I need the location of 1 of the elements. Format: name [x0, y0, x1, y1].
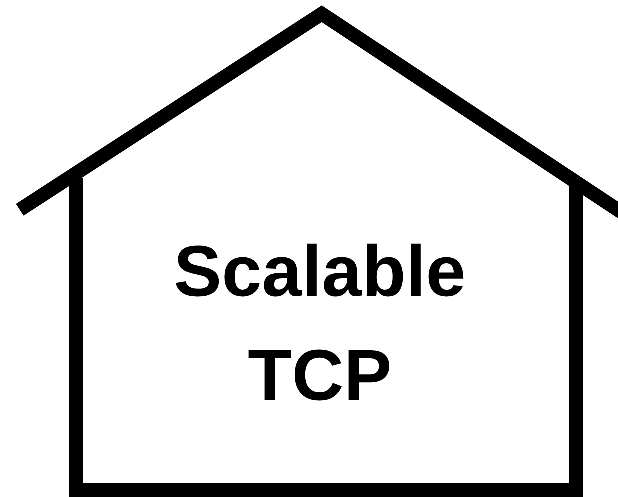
house-label: Scalable TCP: [172, 231, 468, 418]
